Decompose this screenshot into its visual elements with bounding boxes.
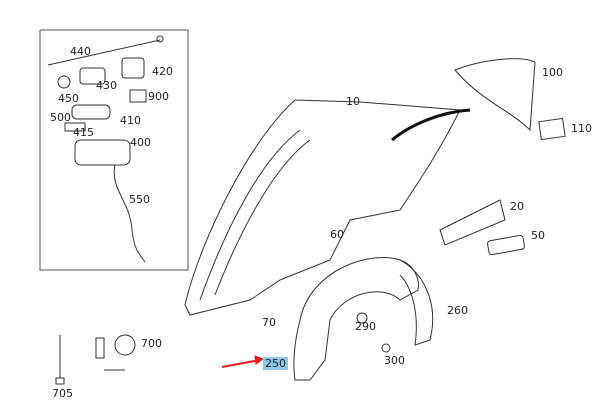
part-label-430[interactable]: 430 — [96, 79, 117, 92]
part-label-100[interactable]: 100 — [542, 66, 563, 79]
wheel-liner-250 — [293, 257, 434, 381]
part-label-250-highlighted[interactable]: 250 — [263, 357, 288, 370]
part-label-550[interactable]: 550 — [129, 193, 150, 206]
part-label-450[interactable]: 450 — [58, 92, 79, 105]
side-panel-100 — [391, 58, 566, 142]
part-label-300[interactable]: 300 — [384, 354, 405, 367]
part-label-415[interactable]: 415 — [73, 126, 94, 139]
part-label-420[interactable]: 420 — [152, 65, 173, 78]
fasteners-700-705 — [55, 334, 136, 385]
part-label-10[interactable]: 10 — [346, 95, 360, 108]
part-label-700[interactable]: 700 — [141, 337, 162, 350]
part-label-20[interactable]: 20 — [510, 200, 524, 213]
part-label-500[interactable]: 500 — [50, 111, 71, 124]
part-label-260[interactable]: 260 — [447, 304, 468, 317]
part-label-440[interactable]: 440 — [70, 45, 91, 58]
quarter-panel — [184, 99, 461, 316]
bracket-20-50 — [439, 199, 525, 256]
part-label-400[interactable]: 400 — [130, 136, 151, 149]
part-label-50[interactable]: 50 — [531, 229, 545, 242]
red-arrow — [221, 355, 265, 368]
inset-parts — [47, 35, 164, 263]
part-label-60[interactable]: 60 — [330, 228, 344, 241]
part-label-70[interactable]: 70 — [262, 316, 276, 329]
part-label-900[interactable]: 900 — [148, 90, 169, 103]
part-label-410[interactable]: 410 — [120, 114, 141, 127]
part-label-110[interactable]: 110 — [571, 122, 592, 135]
part-label-290[interactable]: 290 — [355, 320, 376, 333]
part-label-705[interactable]: 705 — [52, 387, 73, 400]
inset-box — [39, 29, 189, 271]
